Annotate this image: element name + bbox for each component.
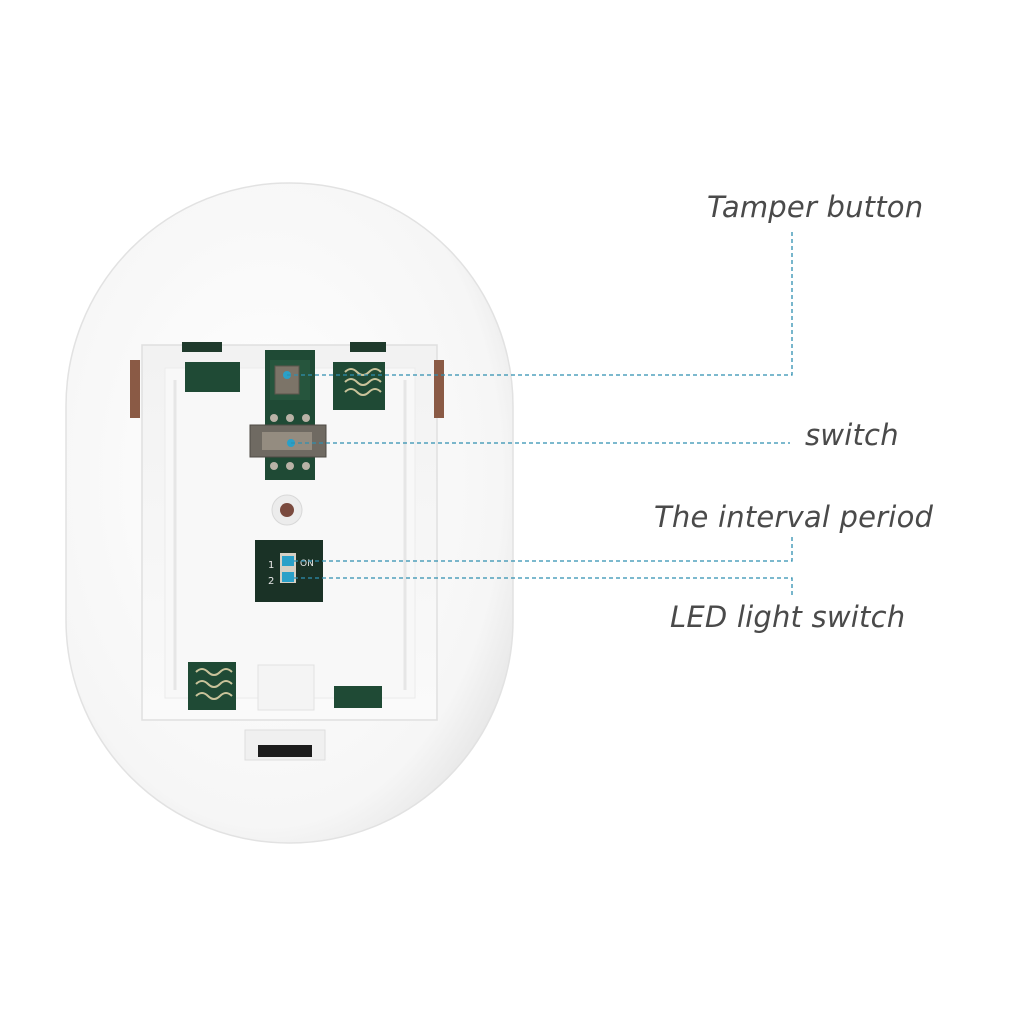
top-left-contact	[185, 362, 240, 392]
tamper-button-part	[274, 365, 300, 395]
dip-label-2: 2	[268, 576, 274, 587]
right-tab	[434, 360, 444, 418]
tamper-leader-line	[287, 232, 793, 376]
led-leader-line	[294, 577, 793, 598]
bottom-right-contact	[334, 686, 382, 708]
dip-label-1: 1	[268, 560, 274, 571]
led-light-switch-label: LED light switch	[670, 600, 906, 634]
dip-toggle-2	[282, 572, 294, 582]
dip-toggle-1	[282, 556, 294, 566]
dip-label-on: ON	[300, 559, 314, 569]
left-tab	[130, 360, 140, 418]
leader-lines	[287, 232, 793, 598]
interval-period-label: The interval period	[654, 500, 934, 534]
interval-leader-line	[294, 535, 793, 562]
tamper-button-label: Tamper button	[707, 190, 924, 224]
switch-label: switch	[805, 418, 899, 452]
